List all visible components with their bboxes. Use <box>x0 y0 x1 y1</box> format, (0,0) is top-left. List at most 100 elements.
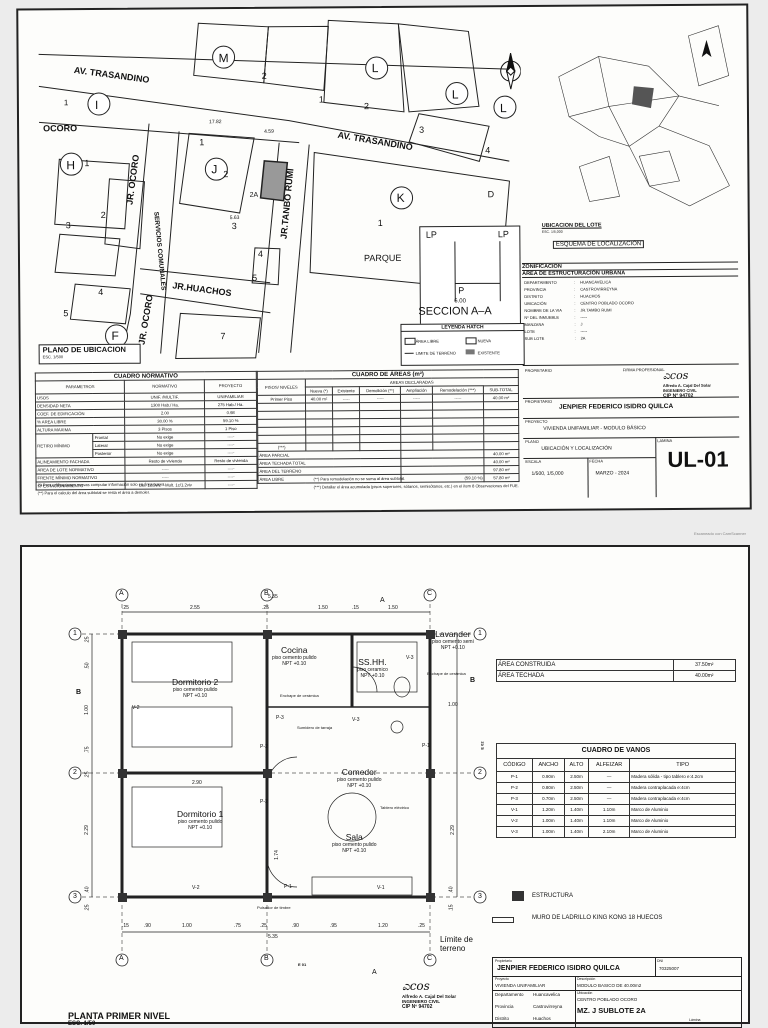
title-block: FIRMA PROFESIONAL PROPIETARIO ಎcos Alfre… <box>522 363 740 503</box>
door-tag: P-1 <box>284 884 292 890</box>
lot-number: 3 <box>419 124 425 135</box>
plano-name: UBICACIÓN Y LOCALIZACIÓN <box>541 445 612 452</box>
col-header: CÓDIGO <box>496 758 533 772</box>
zon-label: PROVINCIA <box>524 286 547 293</box>
lot-number: 4 <box>257 248 264 259</box>
planta-sheet: A B C A B C 1 2 3 1 2 3 .25 2.55 .25 1.5… <box>20 545 750 1028</box>
table-cell: 97.80 m² <box>484 465 520 474</box>
col-header: NORMATIVO <box>124 379 205 394</box>
table-cell: 2.50m <box>564 782 589 794</box>
room-name: Dormitorio 2 <box>172 677 219 687</box>
col-header: ALTO <box>564 758 589 772</box>
axis-number: 2 <box>478 769 482 776</box>
lamina-label: LAMINA <box>657 437 673 444</box>
dim-top: .25 <box>122 605 129 611</box>
table-cell <box>483 425 519 434</box>
zon-value: J <box>580 321 583 327</box>
propietario-name: JENPIER FEDERICO ISIDRO QUILCA <box>559 402 674 411</box>
location-schema-map <box>558 25 730 207</box>
legend-estructura: ESTRUCTURA <box>532 893 574 899</box>
table-cell: ----- <box>332 394 360 403</box>
table-cell <box>483 441 519 450</box>
table-cell: 1.40m <box>564 815 589 827</box>
table-cell: 40.00 m² <box>484 457 519 466</box>
table-cell: Madera contraplacada e:4cm <box>629 782 736 794</box>
proyecto-label: PROYECTO <box>525 418 548 425</box>
block-letter: L <box>371 61 379 76</box>
table-cell: Marco de Aluminio <box>629 804 736 816</box>
plan-title: PLANO DE UBICACION <box>42 344 126 355</box>
dep-value: Huancavelica <box>533 992 561 997</box>
dim-top: 1.50 <box>388 605 398 611</box>
zon-value: HUANCAVELICA <box>580 279 612 285</box>
table-cell <box>305 426 333 436</box>
room-lavander: Lavander piso cemento semi NPT +0.10 <box>432 629 474 651</box>
dim-top: 2.55 <box>190 605 200 611</box>
door-tag: P-2 <box>260 744 268 750</box>
engineer-name: Alfredo A. Cajal Del Solar <box>402 994 457 999</box>
dim-label: 5.63 <box>229 215 240 222</box>
table-cell: 1.40m <box>564 826 589 838</box>
axis-number: 2 <box>73 769 77 776</box>
block-letter: H <box>66 158 76 173</box>
note: (**) Para el calculo del área subtotal s… <box>37 489 150 496</box>
floor-plan <box>68 588 487 967</box>
zon-value: HUACHOS <box>580 293 601 299</box>
lot-number: 1 <box>63 98 69 108</box>
plan-scale: ESC. 1/500 <box>42 354 64 360</box>
dim-bottom: .25 <box>260 923 267 929</box>
table-cell: ----- <box>400 394 433 403</box>
street-label: OCORO <box>43 123 78 134</box>
door-tag: P-2 <box>260 799 268 805</box>
dim-left: 2.29 <box>83 825 90 835</box>
lot-number: 5 <box>63 308 69 319</box>
col-header: ANCHO <box>531 758 566 772</box>
title-block: Propietario JENPIER FEDERICO ISIDRO QUIL… <box>492 957 742 1028</box>
room-floor: piso cemento pulido <box>177 819 223 825</box>
dim-right: .40 <box>448 886 455 894</box>
ubic-value: CENTRO POBLADO OCORO <box>577 997 638 1002</box>
zon-label: DISTRITO <box>524 293 543 300</box>
axis-number: 1 <box>73 630 77 637</box>
section-p: P <box>458 285 465 296</box>
propietario-label: PROPIETARIO <box>524 367 552 374</box>
room-sshh: SS.HH. piso ceramico NPT +0.10 <box>357 657 388 679</box>
table-cell: RETIRO MÍNIMO <box>35 433 94 458</box>
lot-number: 4 <box>485 145 491 156</box>
dim-bottom: .95 <box>330 923 337 929</box>
col-header: PROYECTO <box>204 379 257 393</box>
dni-value: 70325007 <box>659 966 680 971</box>
col-header: Existente <box>332 386 360 395</box>
area-label: ÁREA CONSTRUIDA <box>496 659 674 671</box>
zon-label: NOMBRE DE LA VIA <box>524 307 562 314</box>
room-cocina: Cocina piso cemento pulido NPT +0.10 <box>272 645 316 667</box>
dim-left: .25 <box>84 904 91 912</box>
area-label: ÁREA TECHADA <box>496 670 674 682</box>
room-dormitorio-1: Dormitorio 1 piso cemento pulido NPT +0.… <box>177 809 223 831</box>
block-letter: J <box>211 162 218 177</box>
legend-hatch: LEYENDA HATCH ÁREA LIBRE NUEVA LIMITE DE… <box>400 323 525 366</box>
zon-colon: : <box>574 321 576 327</box>
zon-value: CENTRO POBLADO OCORO <box>580 300 634 306</box>
note: (***) Detallar el área acumulada (pisos … <box>313 483 519 490</box>
lot-number: 4 <box>98 286 104 297</box>
plano-ubicacion-title-box: PLANO DE UBICACION ESC. 1/500 <box>38 343 141 365</box>
table-cell <box>400 402 433 411</box>
area-value: 40.00m² <box>672 670 737 682</box>
legend-muro-swatch <box>492 917 514 923</box>
dim-top: 1.50 <box>318 605 328 611</box>
axis-letter: B <box>264 955 269 962</box>
room-name: Sala <box>345 832 363 842</box>
table-cell: Marco de Aluminio <box>629 815 736 827</box>
legend-swatch <box>465 349 475 355</box>
col-header: Nueva (*) <box>305 386 333 396</box>
section-lp-right: LP <box>497 229 509 240</box>
table-cell: ----- <box>205 480 258 489</box>
location-plan-map <box>38 19 522 359</box>
table-cell: 40.00 m² <box>305 394 333 404</box>
table-cell <box>401 434 433 443</box>
lot-number: 2 <box>100 209 106 220</box>
